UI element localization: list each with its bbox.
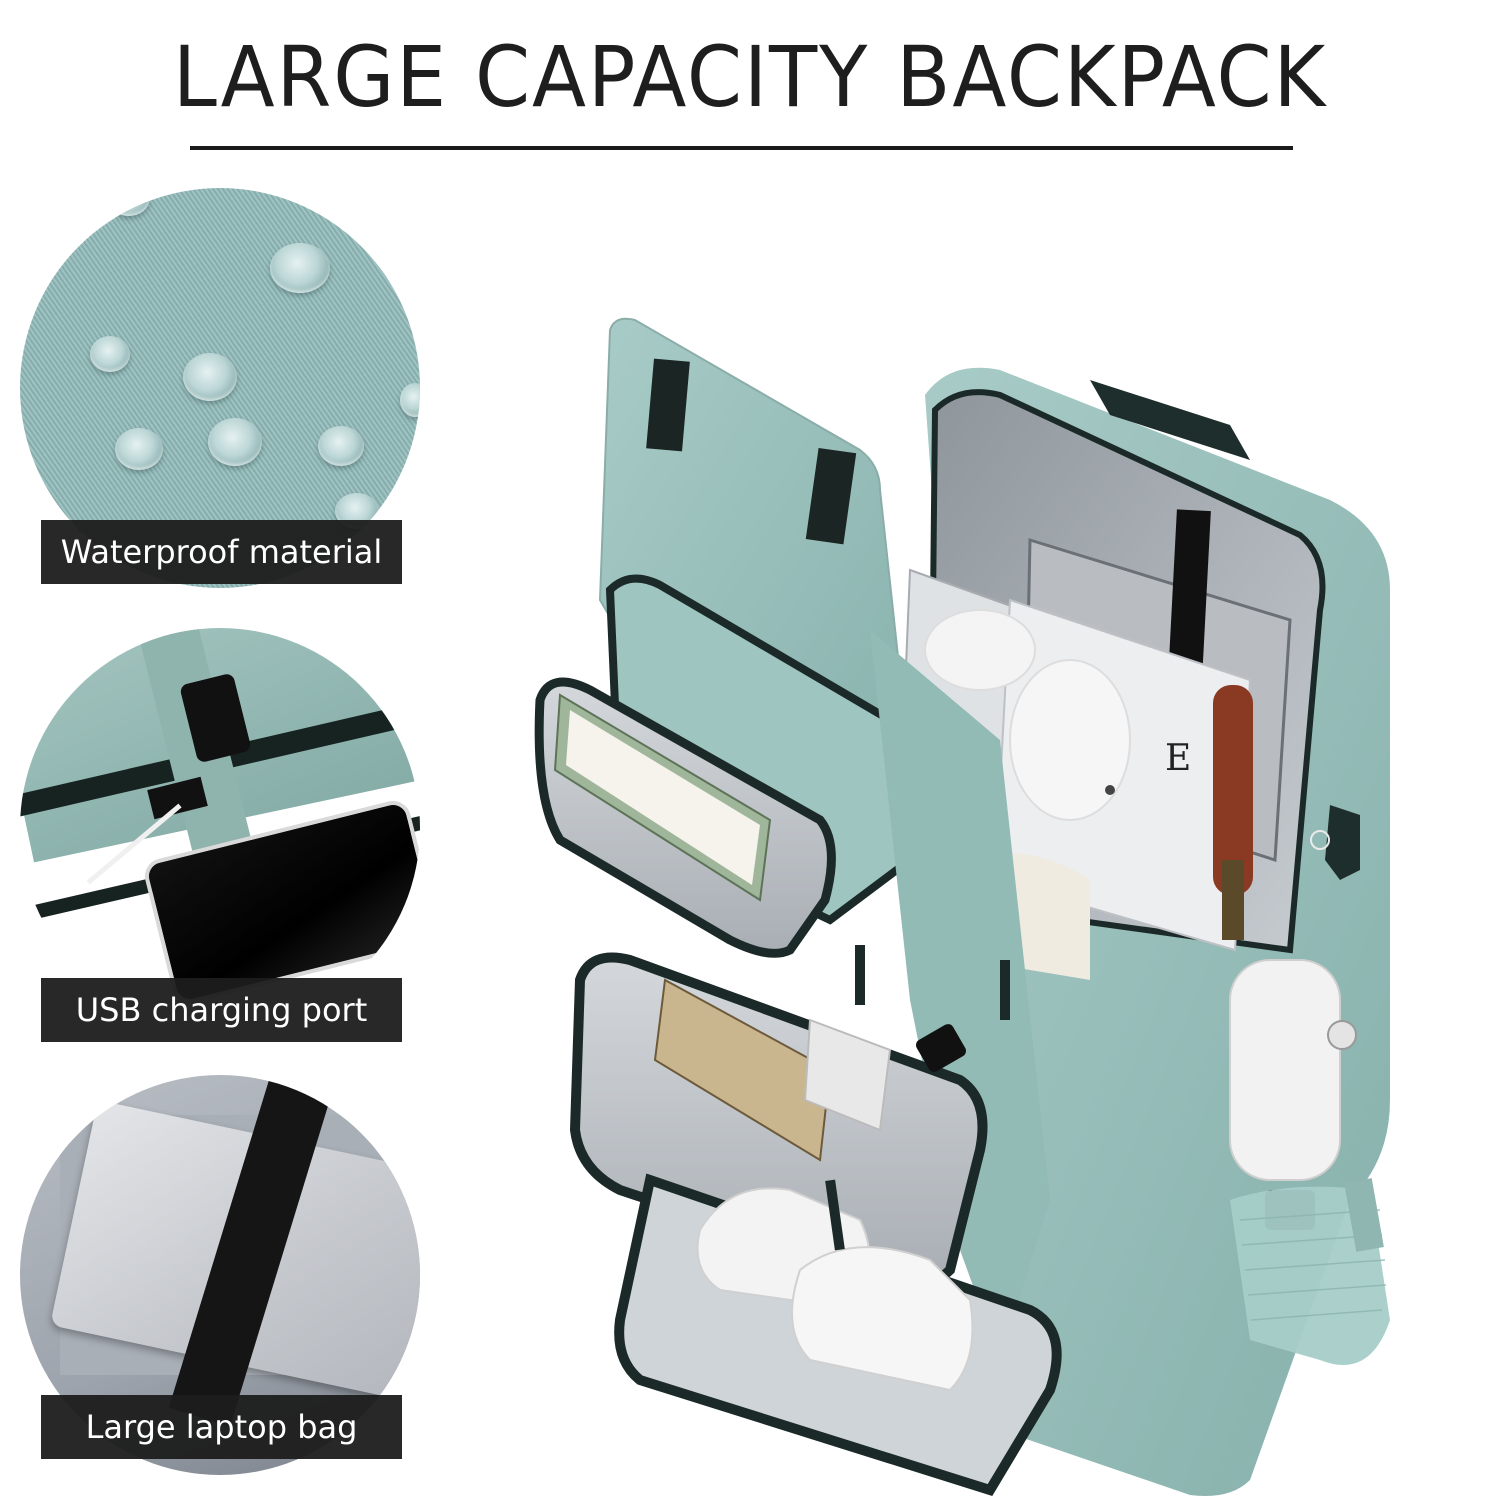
backpack-icon: D E [534,317,1390,1496]
feature-waterproof: Waterproof material [20,188,422,590]
backpack-product-image: D E [530,300,1430,1500]
feature-label-usb: USB charging port [41,978,402,1042]
feature-laptop-bag: Large laptop bag [20,1075,422,1477]
page-title: LARGE CAPACITY BACKPACK [172,28,1328,126]
title-divider [190,146,1293,150]
feature-label-waterproof: Waterproof material [41,520,402,584]
feature-usb-charging: USB charging port [20,628,422,1042]
svg-text:E: E [1165,738,1191,779]
usb-port-icon [20,628,420,1028]
feature-label-laptop: Large laptop bag [41,1395,402,1459]
